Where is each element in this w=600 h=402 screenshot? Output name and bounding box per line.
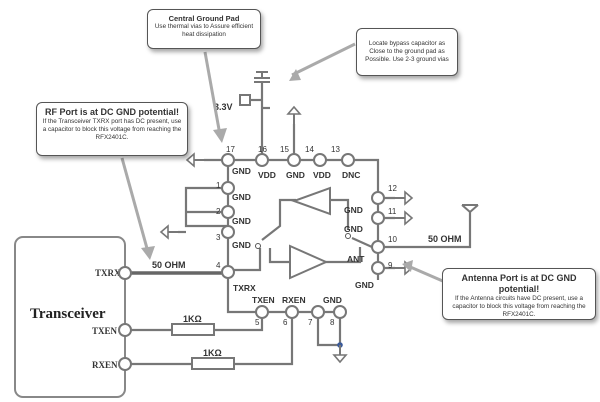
antenna-port-note-body: If the Antenna circuits have DC present,… [452,295,586,318]
resistor-txen-label: 1KΩ [183,314,202,324]
svg-text:GND: GND [323,295,342,305]
svg-text:ANT: ANT [347,254,365,264]
bypass-capacitor-note-body: Locate bypass capacitor as Close to the … [365,40,449,63]
svg-text:TXRX: TXRX [233,283,256,293]
svg-text:10: 10 [388,235,397,244]
svg-text:2: 2 [216,207,221,216]
transceiver-txrx-label: TXRX [95,268,121,278]
svg-text:3: 3 [216,233,221,242]
svg-text:GND: GND [232,166,251,176]
antenna-port-note: Antenna Port is at DC GND potential! If … [442,268,596,320]
central-ground-note: Central Ground Pad Use thermal vias to A… [147,9,261,49]
svg-text:6: 6 [283,318,288,327]
svg-text:DNC: DNC [342,170,360,180]
svg-text:GND: GND [286,170,305,180]
svg-text:8: 8 [330,318,335,327]
svg-text:GND: GND [232,216,251,226]
pin-pads [221,153,385,319]
svg-text:GND: GND [344,205,363,215]
transceiver-block [14,236,126,398]
callout-arrows [120,42,446,284]
svg-text:GND: GND [232,192,251,202]
resistor-rxen [191,357,235,370]
svg-text:12: 12 [388,184,397,193]
resistor-rxen-label: 1KΩ [203,348,222,358]
transceiver-txen-label: TXEN [92,326,118,336]
svg-text:13: 13 [331,145,340,154]
svg-text:GND: GND [355,280,374,290]
transceiver-label: Transceiver [30,306,106,322]
svg-text:GND: GND [232,240,251,250]
rf-port-note-body: If the Transceiver TXRX port has DC pres… [42,118,182,141]
svg-text:5: 5 [255,318,260,327]
svg-text:11: 11 [388,207,397,216]
pin-numbers: 17 16 15 14 13 1 2 3 4 12 11 10 9 5 6 7 … [216,145,397,327]
antenna-icon [461,204,479,213]
svg-text:GND: GND [344,224,363,234]
bypass-capacitor-note: Locate bypass capacitor as Close to the … [356,28,458,76]
antenna-port-note-title: Antenna Port is at DC GND potential! [461,273,577,294]
svg-text:4: 4 [216,261,221,270]
supply-voltage-label: 3.3V [214,102,233,112]
svg-text:TXEN: TXEN [252,295,275,305]
svg-text:16: 16 [258,145,267,154]
svg-text:7: 7 [308,318,313,327]
lna-amplifier [289,244,329,280]
svg-text:15: 15 [280,145,289,154]
svg-text:VDD: VDD [313,170,331,180]
transceiver-rxen-label: RXEN [92,360,118,370]
svg-text:RXEN: RXEN [282,295,306,305]
resistor-txen [171,323,215,336]
txrx-impedance-label: 50 OHM [152,260,186,270]
svg-text:17: 17 [226,145,235,154]
svg-text:1: 1 [216,181,221,190]
central-ground-note-body: Use thermal vias to Assure efficient hea… [154,23,254,38]
central-ground-note-title: Central Ground Pad [168,14,240,23]
svg-text:14: 14 [305,145,314,154]
svg-text:VDD: VDD [258,170,276,180]
svg-text:9: 9 [388,261,393,270]
rf-port-note: RF Port is at DC GND potential! If the T… [36,102,188,156]
pin-names: GND VDD GND VDD DNC GND GND GND TXRX GND… [232,166,374,305]
bypass-capacitor [254,71,270,83]
pa-amplifier [291,186,331,216]
rf-port-note-title: RF Port is at DC GND potential! [44,107,179,117]
antenna-impedance-label: 50 OHM [428,234,462,244]
